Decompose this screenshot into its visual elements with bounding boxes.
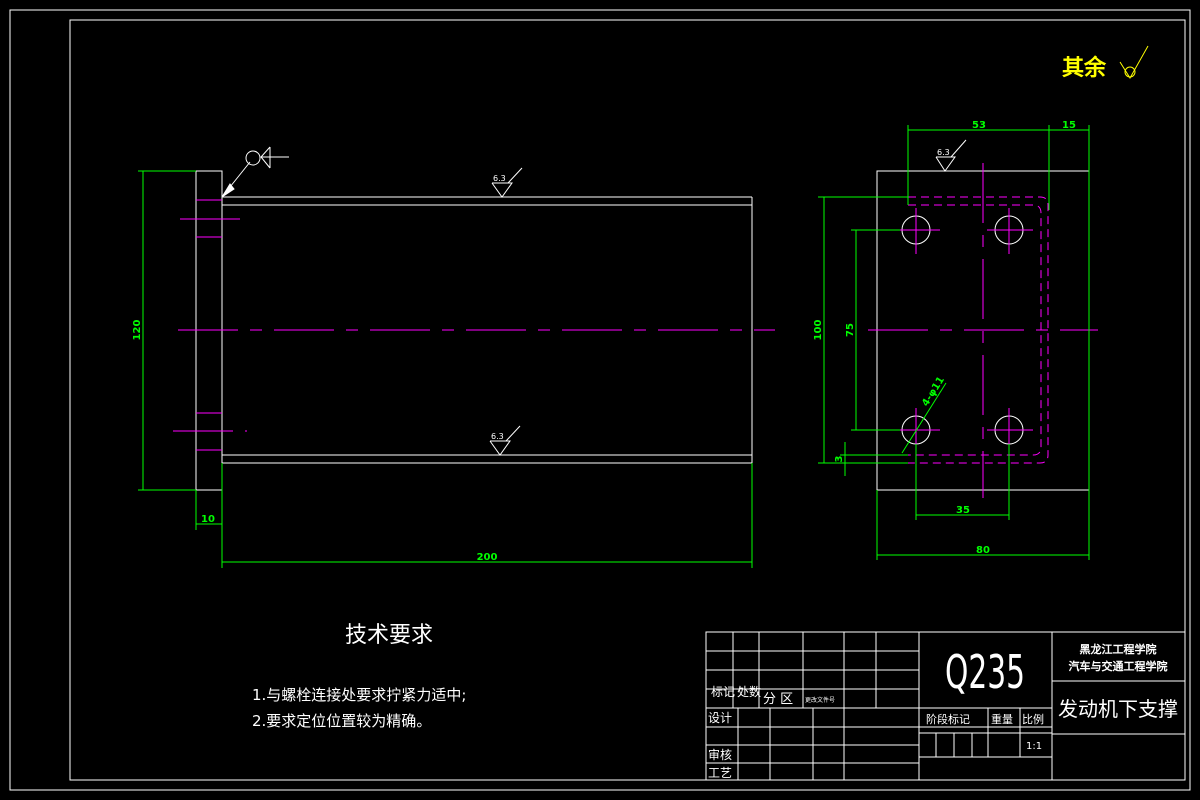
svg-text:35: 35: [956, 505, 970, 516]
dim-thickness: 10: [201, 514, 215, 525]
svg-text:更改文件号: 更改文件号: [805, 696, 835, 704]
svg-text:6.3: 6.3: [493, 174, 506, 183]
general-roughness-note: 其余: [1062, 45, 1149, 81]
drawing-frame: [69, 19, 1186, 781]
svg-text:分 区: 分 区: [763, 692, 793, 707]
svg-text:处数: 处数: [737, 684, 761, 699]
svg-text:标记: 标记: [711, 685, 735, 699]
roughness-symbol-top: 6.3: [491, 167, 523, 198]
svg-text:工艺: 工艺: [708, 766, 732, 780]
outer-border: [9, 9, 1191, 791]
svg-text:汽车与交通工程学院: 汽车与交通工程学院: [1069, 659, 1168, 673]
svg-text:重量: 重量: [991, 712, 1013, 726]
hole-top-left: [894, 208, 940, 254]
dim-length: 200: [477, 552, 498, 563]
tech-req-title: 技术要求: [345, 623, 433, 648]
dim-height: 120: [132, 320, 143, 341]
svg-text:6.3: 6.3: [491, 432, 504, 441]
svg-text:3: 3: [834, 455, 845, 462]
tech-req-item: 2.要求定位位置较为精确。: [252, 712, 431, 730]
roughness-symbol-bottom: 6.3: [489, 425, 521, 456]
roughness-note-label: 其余: [1062, 55, 1107, 81]
technical-requirements: 技术要求 1.与螺栓连接处要求拧紧力适中; 2.要求定位位置较为精确。: [252, 623, 466, 730]
svg-text:黑龙江工程学院: 黑龙江工程学院: [1080, 642, 1157, 656]
roughness-check-icon: [1119, 45, 1149, 79]
hole-top-right: [987, 208, 1033, 254]
title-block: [705, 631, 1186, 781]
svg-text:阶段标记: 阶段标记: [926, 712, 970, 726]
front-view: 6.3 6.3 120 10 200: [132, 146, 775, 568]
side-view: 6.3 53 15 100 75 3 4-φ11 35 80: [813, 120, 1098, 560]
svg-text:比例: 比例: [1022, 712, 1044, 726]
svg-text:6.3: 6.3: [937, 148, 950, 157]
material: Q235: [945, 645, 1025, 699]
svg-text:53: 53: [972, 120, 986, 131]
title-block-text: 标记 处数 分 区 更改文件号 设计 审核 工艺 Q235 阶段标记 重量 比例…: [708, 642, 1178, 780]
svg-text:审核: 审核: [708, 747, 732, 762]
tech-req-item: 1.与螺栓连接处要求拧紧力适中;: [252, 686, 466, 704]
weld-symbol-icon: [221, 146, 289, 198]
roughness-symbol-side: 6.3: [935, 139, 967, 172]
svg-text:100: 100: [813, 320, 824, 341]
scale-value: 1:1: [1026, 741, 1042, 752]
svg-text:75: 75: [845, 323, 856, 337]
svg-text:80: 80: [976, 545, 990, 556]
part-name: 发动机下支撑: [1058, 697, 1178, 721]
svg-text:15: 15: [1062, 120, 1076, 131]
svg-text:设计: 设计: [708, 711, 732, 725]
